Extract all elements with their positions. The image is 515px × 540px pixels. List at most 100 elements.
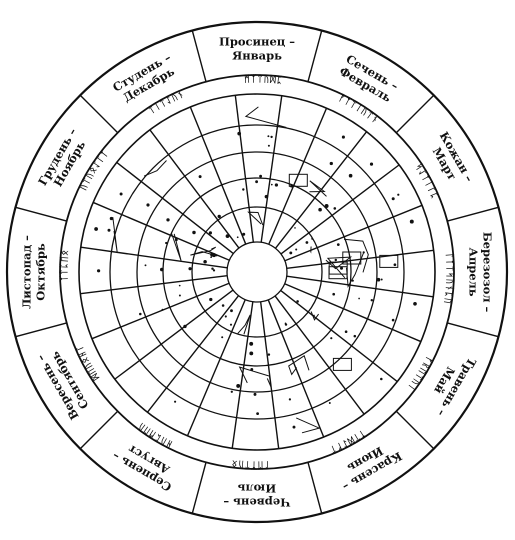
radial-line-1 [287, 250, 434, 268]
star [397, 194, 399, 196]
star [371, 299, 373, 301]
month-label-10: Просинец –Январь [219, 35, 295, 63]
rune-inscription-text: ᚠᚱᛖᛏᚢᛁ [405, 355, 435, 394]
calendar-spokes [16, 31, 499, 514]
radial-line-21 [275, 296, 364, 414]
star [289, 251, 292, 254]
star [222, 304, 225, 307]
month-divider-1 [447, 323, 498, 337]
star [249, 351, 253, 355]
month-name: Январь [232, 49, 282, 63]
star [254, 393, 257, 396]
star [255, 180, 258, 183]
star [230, 309, 233, 312]
star [230, 324, 232, 326]
constellation [296, 418, 319, 433]
month-divider-6 [16, 323, 67, 337]
star-map [94, 107, 417, 433]
star [342, 136, 345, 139]
star [211, 267, 213, 269]
star [225, 315, 227, 317]
rune-inscription-text: ᚺᚢᛈᛗᛖᚢ [135, 420, 174, 450]
star [209, 231, 212, 234]
radial-line-22 [281, 290, 398, 381]
radial-line-13 [80, 276, 227, 294]
inner-ring-2 [137, 152, 377, 392]
star [268, 353, 270, 355]
star [377, 278, 381, 282]
star [285, 323, 287, 325]
star [165, 242, 167, 244]
star [306, 241, 309, 244]
star [345, 330, 348, 333]
star [294, 227, 296, 229]
star [394, 263, 397, 266]
star [161, 309, 163, 311]
star [120, 193, 123, 196]
star [209, 298, 212, 301]
star [174, 401, 176, 403]
month-divider-5 [80, 411, 117, 448]
radial-line-16 [147, 296, 238, 413]
constellation [190, 247, 217, 256]
star [275, 183, 278, 186]
rune-band-inner-ring [79, 94, 435, 450]
star [179, 295, 181, 297]
star [139, 313, 142, 316]
star [199, 175, 202, 178]
star [265, 195, 269, 199]
star [183, 325, 186, 328]
old-month-name: Березозол – [481, 232, 495, 313]
star [192, 231, 195, 234]
star [354, 335, 357, 338]
star [334, 207, 337, 210]
radial-line-15 [115, 290, 233, 379]
star [332, 293, 335, 296]
star [203, 260, 207, 264]
star [236, 384, 240, 388]
star [268, 145, 270, 147]
month-name: Октябрь [34, 243, 48, 301]
radial-line-14 [92, 283, 229, 338]
month-label-4: Червень –Июль [223, 482, 290, 510]
star [392, 197, 395, 200]
rune-inscription: ᚺᚢᛈᛗᛖᚢ [135, 420, 174, 450]
star [259, 175, 262, 178]
star [256, 412, 259, 415]
star [381, 279, 383, 281]
constellation [113, 217, 117, 252]
rune-path [394, 337, 436, 404]
boxed-asterism [333, 358, 351, 370]
radial-line-19 [261, 302, 279, 449]
month-divider-9 [192, 31, 206, 82]
radial-line-3 [281, 165, 399, 254]
month-label-1: Березозол –Апрель [467, 232, 495, 313]
star [295, 248, 297, 250]
star [221, 336, 223, 338]
star [293, 426, 296, 429]
star [249, 342, 253, 346]
month-divider-11 [396, 95, 433, 132]
star [318, 208, 322, 212]
star [166, 218, 169, 221]
star [410, 220, 414, 224]
month-label-7: Листопад –Октябрь [20, 235, 48, 309]
star [210, 256, 212, 258]
star [325, 204, 329, 208]
month-divider-8 [80, 95, 117, 132]
month-name: Июль [238, 482, 277, 496]
inner-ring-4 [192, 207, 322, 337]
star [160, 268, 164, 272]
star [242, 233, 245, 236]
star [231, 391, 233, 393]
month-divider-4 [192, 462, 206, 513]
star [330, 162, 333, 165]
old-month-name: Листопад – [20, 235, 34, 309]
star [296, 300, 299, 303]
star [237, 132, 241, 136]
star [370, 163, 373, 166]
month-divider-12 [447, 207, 498, 221]
star [337, 243, 340, 246]
star [226, 234, 230, 238]
